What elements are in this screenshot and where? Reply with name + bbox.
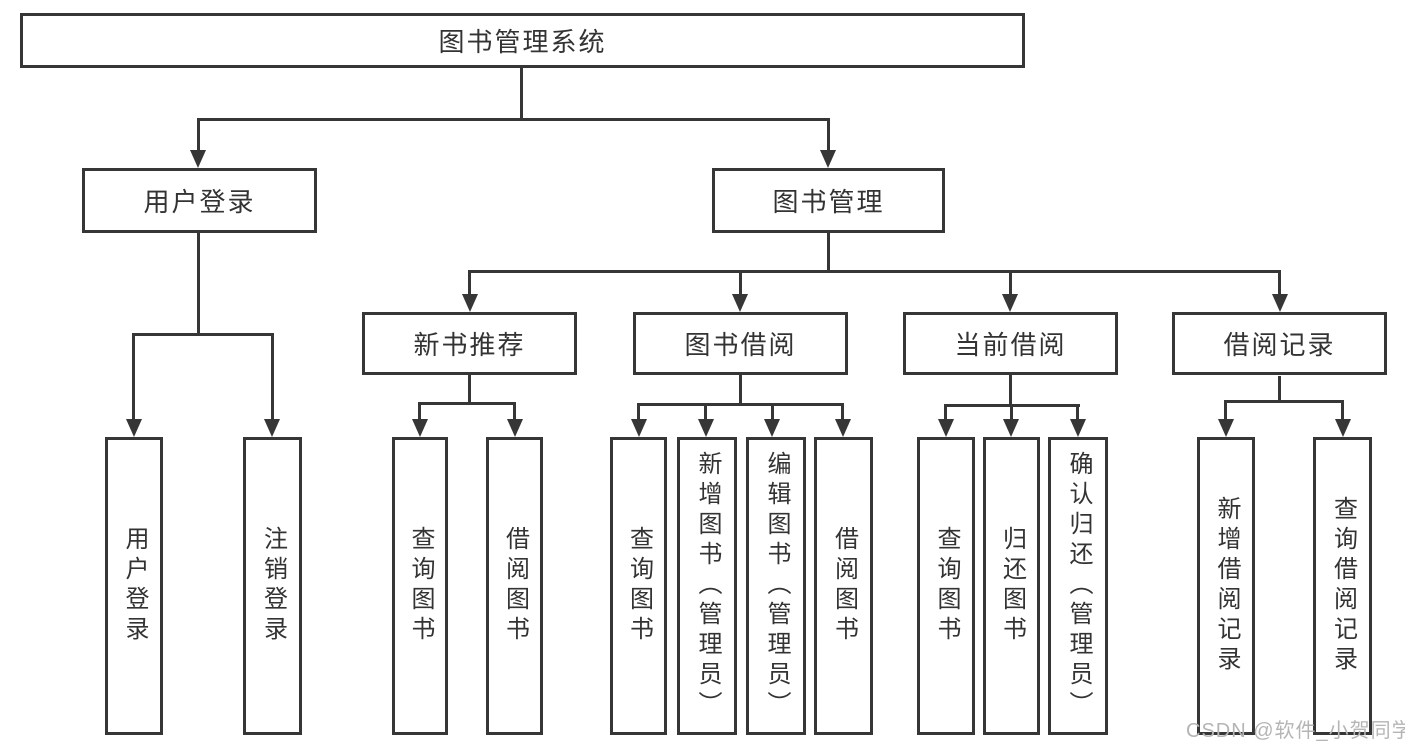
connector-drop <box>271 333 274 419</box>
node-leaf-logout: 注销登录 <box>243 437 302 735</box>
connector-drop <box>739 270 742 294</box>
arrowhead-down-icon <box>507 419 523 437</box>
arrowhead-down-icon <box>835 419 851 437</box>
arrowhead-down-icon <box>1070 419 1086 437</box>
arrowhead-down-icon <box>1002 294 1018 312</box>
connector-stem <box>468 375 471 402</box>
connector-hbar <box>637 403 843 406</box>
connector-drop <box>1341 400 1344 421</box>
arrowhead-down-icon <box>126 419 142 437</box>
node-current-borrow: 当前借阅 <box>903 312 1118 375</box>
connector-drop <box>132 333 135 419</box>
connector-user-login-drop <box>197 118 200 151</box>
connector-drop <box>1010 404 1013 421</box>
arrowhead-down-icon <box>1335 419 1351 437</box>
node-leaf-add-books-admin: 新增图书（管理员） <box>677 437 737 735</box>
node-leaf-confirm-return-admin: 确认归还（管理员） <box>1048 437 1108 735</box>
connector-stem <box>1009 375 1012 404</box>
node-leaf-query-borrow-record: 查询借阅记录 <box>1313 437 1372 735</box>
node-leaf-borrow-books: 借阅图书 <box>814 437 873 735</box>
connector-drop <box>637 403 640 421</box>
connector-drop <box>1278 270 1281 294</box>
connector-book-mgmt-stem <box>827 233 830 272</box>
arrowhead-down-icon <box>190 150 206 168</box>
connector-stem <box>739 375 742 403</box>
node-leaf-add-borrow-record: 新增借阅记录 <box>1197 437 1255 735</box>
connector-drop <box>771 403 774 421</box>
node-user-login: 用户登录 <box>82 168 317 233</box>
arrowhead-down-icon <box>820 150 836 168</box>
node-book-management: 图书管理 <box>712 168 945 233</box>
node-leaf-edit-books-admin: 编辑图书（管理员） <box>746 437 806 735</box>
connector-hbar <box>1224 400 1344 403</box>
connector-drop <box>704 403 707 421</box>
node-book-borrow: 图书借阅 <box>633 312 848 375</box>
connector-user-login-stem <box>197 233 200 333</box>
connector-drop <box>841 403 844 421</box>
connector-drop <box>944 404 947 421</box>
connector-book-mgmt-hbar <box>468 270 1280 273</box>
connector-drop <box>418 402 421 421</box>
connector-user-login-hbar <box>132 333 273 336</box>
node-leaf-query-books: 查询图书 <box>392 437 448 735</box>
connector-drop <box>468 270 471 294</box>
arrowhead-down-icon <box>698 419 714 437</box>
connector-drop <box>1224 400 1227 421</box>
node-root: 图书管理系统 <box>20 13 1025 68</box>
node-leaf-borrow-books: 借阅图书 <box>486 437 543 735</box>
connector-drop <box>513 402 516 421</box>
arrowhead-down-icon <box>732 294 748 312</box>
arrowhead-down-icon <box>462 294 478 312</box>
arrowhead-down-icon <box>1003 419 1019 437</box>
node-leaf-query-books: 查询图书 <box>917 437 975 735</box>
connector-root-hbar <box>197 118 830 121</box>
arrowhead-down-icon <box>938 419 954 437</box>
arrowhead-down-icon <box>1272 294 1288 312</box>
node-leaf-query-books: 查询图书 <box>610 437 667 735</box>
arrowhead-down-icon <box>264 419 280 437</box>
node-borrow-records: 借阅记录 <box>1172 312 1387 375</box>
arrowhead-down-icon <box>1218 419 1234 437</box>
arrowhead-down-icon <box>631 419 647 437</box>
connector-stem <box>1278 376 1281 400</box>
node-leaf-return-books: 归还图书 <box>983 437 1040 735</box>
connector-drop <box>1076 404 1079 421</box>
node-leaf-user-login: 用户登录 <box>105 437 163 735</box>
connector-root-stem <box>520 68 523 118</box>
connector-drop <box>1009 270 1012 294</box>
arrowhead-down-icon <box>412 419 428 437</box>
arrowhead-down-icon <box>764 419 780 437</box>
node-new-book-recommend: 新书推荐 <box>362 312 577 375</box>
watermark: CSDN @软件_小贺同学 <box>1186 720 1405 742</box>
connector-book-mgmt-drop <box>827 118 830 151</box>
connector-hbar <box>418 402 516 405</box>
